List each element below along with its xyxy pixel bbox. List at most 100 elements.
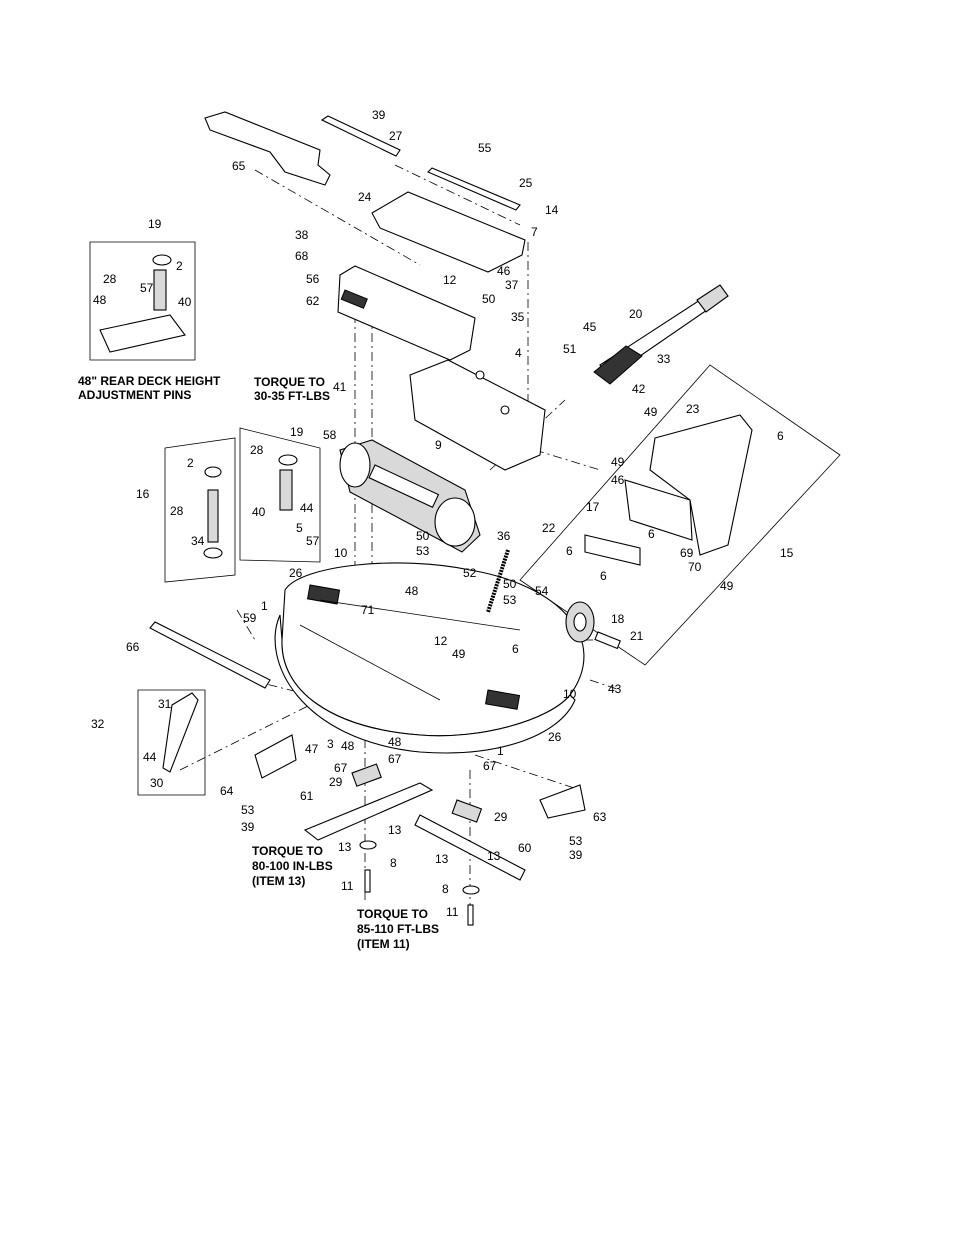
callout-44: 44	[300, 501, 314, 515]
torque-gearbox-line1: TORQUE TO	[254, 375, 325, 389]
callout-64: 64	[220, 784, 234, 798]
cover-plates	[204, 111, 546, 471]
callout-39: 39	[569, 848, 583, 862]
strip-27	[320, 115, 401, 157]
callout-38: 38	[295, 228, 309, 242]
callout-39: 39	[241, 820, 255, 834]
callout-70: 70	[688, 560, 702, 574]
callout-34: 34	[191, 534, 205, 548]
callout-44: 44	[143, 750, 157, 764]
callout-14: 14	[545, 203, 559, 217]
callout-19: 19	[290, 425, 304, 439]
callout-49: 49	[452, 647, 466, 661]
torque-item11-line2: 85-110 FT-LBS	[357, 922, 439, 936]
callout-67: 67	[334, 761, 348, 775]
callout-13: 13	[487, 849, 501, 863]
hub-29-left	[351, 763, 382, 787]
callout-65: 65	[232, 159, 246, 173]
callout-58: 58	[323, 428, 337, 442]
wheel-18	[565, 601, 621, 650]
callout-50: 50	[503, 577, 517, 591]
callout-60: 60	[518, 841, 532, 855]
callout-19: 19	[148, 217, 162, 231]
callout-47: 47	[305, 742, 319, 756]
callout-57: 57	[306, 534, 320, 548]
callout-37: 37	[505, 278, 519, 292]
blade-60	[414, 814, 526, 881]
hub-29-right	[451, 799, 483, 823]
decal-26-left	[306, 584, 341, 605]
callout-52: 52	[463, 566, 477, 580]
callout-59: 59	[243, 611, 257, 625]
rear-pins-box	[89, 241, 196, 361]
bolt-11-right	[467, 904, 474, 926]
callout-45: 45	[583, 320, 597, 334]
callout-1: 1	[497, 744, 504, 758]
mower-deck-1	[149, 562, 585, 754]
callout-27: 27	[389, 129, 403, 143]
hinge-22	[584, 534, 641, 566]
callout-6: 6	[648, 527, 655, 541]
height-pin-box	[239, 427, 321, 563]
blade-61	[303, 782, 434, 841]
callout-28: 28	[103, 272, 117, 286]
strip-25	[427, 167, 521, 211]
callout-13: 13	[338, 840, 352, 854]
callout-43: 43	[608, 682, 622, 696]
callout-51: 51	[563, 342, 577, 356]
decal-26-right	[484, 689, 521, 710]
callout-32: 32	[91, 717, 105, 731]
callout-41: 41	[333, 380, 347, 394]
spring-rear	[153, 269, 167, 311]
rear-bracket	[99, 314, 186, 353]
callout-16: 16	[136, 487, 150, 501]
callout-11: 11	[446, 905, 459, 919]
callout-13: 13	[388, 823, 402, 837]
callout-55: 55	[478, 141, 492, 155]
callout-24: 24	[358, 190, 372, 204]
bolt-11-left	[364, 869, 371, 893]
callout-40: 40	[252, 505, 266, 519]
pin-assembly-box	[164, 437, 236, 583]
callout-46: 46	[611, 473, 625, 487]
callout-7: 7	[531, 225, 538, 239]
callout-62: 62	[306, 294, 320, 308]
belt-36	[486, 549, 510, 613]
callout-8: 8	[442, 882, 449, 896]
callout-26: 26	[548, 730, 562, 744]
callout-12: 12	[434, 634, 448, 648]
gearbox-58	[339, 439, 481, 553]
blades	[254, 734, 586, 926]
washer-8-left	[359, 840, 377, 850]
callout-49: 49	[611, 455, 625, 469]
decal-62	[340, 289, 368, 309]
callout-48: 48	[341, 739, 355, 753]
callout-42: 42	[632, 382, 646, 396]
callout-49: 49	[644, 405, 658, 419]
callout-13: 13	[435, 852, 449, 866]
bracket-63	[539, 784, 586, 819]
torque-gearbox-line2: 30-35 FT-LBS	[254, 389, 330, 403]
callout-26: 26	[289, 566, 303, 580]
callout-69: 69	[680, 546, 694, 560]
callout-67: 67	[483, 759, 497, 773]
spring-19	[279, 469, 293, 511]
callout-40: 40	[178, 295, 192, 309]
guard-33	[593, 345, 643, 385]
callout-67: 67	[388, 752, 402, 766]
rear-pins-note-line2: ADJUSTMENT PINS	[78, 388, 191, 402]
callout-6: 6	[566, 544, 573, 558]
torque-item13-line1: TORQUE TO	[252, 844, 323, 858]
callout-33: 33	[657, 352, 671, 366]
torque-item11-line3: (ITEM 11)	[357, 937, 410, 951]
callout-22: 22	[542, 521, 556, 535]
callout-28: 28	[170, 504, 184, 518]
callout-50: 50	[482, 292, 496, 306]
bracket-64	[254, 734, 297, 779]
callout-53: 53	[416, 544, 430, 558]
callout-20: 20	[629, 307, 643, 321]
torque-item13-line3: (ITEM 13)	[252, 874, 305, 888]
callout-54: 54	[535, 584, 549, 598]
skirt-66	[149, 621, 271, 689]
